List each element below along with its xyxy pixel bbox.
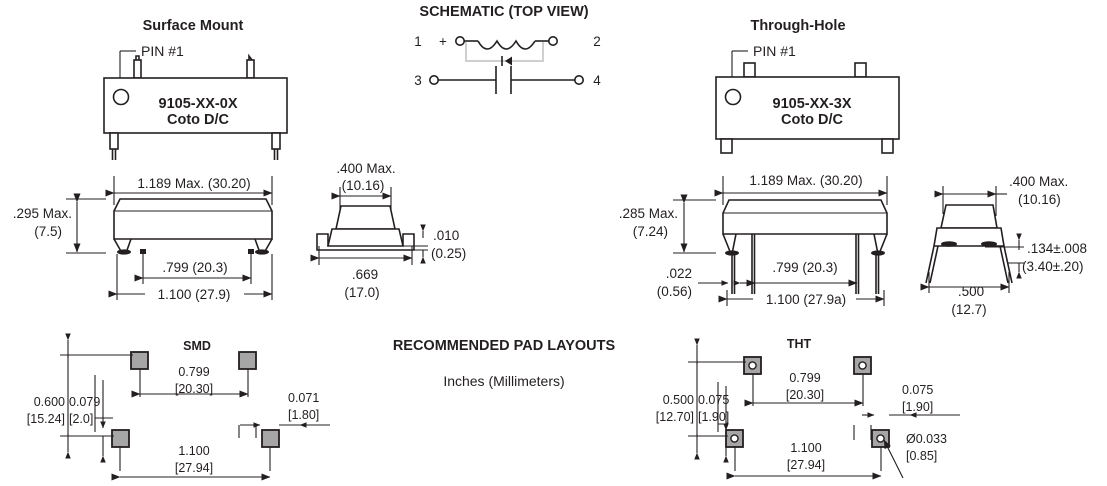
heading-surface-mount: Surface Mount [143, 18, 244, 34]
smd-height-max-1: .295 Max. [13, 206, 72, 221]
smd-side-top-width-2: (10.16) [342, 178, 385, 193]
smd-top-view: PIN #1 9105-XX-0X Coto D/C [103, 43, 288, 160]
tht-pad-h-2: [1.90] [698, 410, 729, 424]
schematic-pin-4: 4 [593, 73, 601, 88]
smd-pad-w-2: [1.80] [288, 408, 319, 422]
tht-side-top-width-1: .400 Max. [1009, 174, 1068, 189]
schematic-diagram: 1 + 2 3 4 [414, 34, 601, 94]
tht-pad-h-1: 0.075 [698, 393, 729, 407]
smd-foot-span-1: .669 [352, 267, 378, 282]
smd-part-sub: Coto D/C [167, 112, 230, 128]
tht-top-view: PIN #1 9105-XX-3X Coto D/C [715, 43, 900, 154]
tht-lead-len-2: (3.40±.20) [1022, 259, 1083, 274]
smd-side-view-dimensions: .400 Max. (10.16) .010 (0.25) .669 (17.0… [310, 161, 466, 300]
tht-lead-dia-2: (0.56) [657, 284, 692, 299]
tht-outer-span-1: 1.100 [790, 441, 821, 455]
smd-part-number: 9105-XX-0X [159, 96, 238, 112]
schematic-pin-1: 1 [414, 34, 422, 49]
smd-pin1-label: PIN #1 [141, 43, 184, 59]
smd-pad-h-2: [2.0] [69, 412, 93, 426]
smd-standoff-1: .010 [433, 228, 459, 243]
smd-outer-span-2: [27.94] [175, 461, 213, 475]
tht-part-sub: Coto D/C [781, 112, 844, 128]
smd-inner-span-1: 0.799 [178, 365, 209, 379]
schematic-pin-2: 2 [593, 34, 601, 49]
tht-pin1-label: PIN #1 [753, 43, 796, 59]
smd-row-pitch-2: [15.24] [27, 412, 65, 426]
smd-standoff-2: (0.25) [431, 246, 466, 261]
tht-inner-span-2: [20.30] [786, 388, 824, 402]
tht-lead-dia-1: .022 [666, 266, 692, 281]
smd-pad-bottom-right [261, 429, 280, 448]
smd-side-top-width-1: .400 Max. [336, 161, 395, 176]
tht-foot-span-1: .500 [958, 284, 984, 299]
smd-pad-layout: 0.600 [15.24] 0.079 [2.0] 0.799 [20.30] … [27, 333, 330, 481]
heading-tht: THT [787, 337, 812, 351]
tht-pad-w-1: 0.075 [902, 383, 933, 397]
tht-foot-span-2: (12.7) [951, 302, 986, 317]
smd-height-max-2: (7.5) [34, 224, 62, 239]
tht-hole-dia-1: Ø0.033 [906, 432, 947, 446]
heading-pad-layouts: RECOMMENDED PAD LAYOUTS [393, 338, 616, 354]
schematic-plus-sign: + [439, 34, 447, 49]
tht-pad-layout: 0.500 [12.70] 0.075 [1.90] 0.799 [20.30]… [656, 338, 960, 480]
tht-pad-w-2: [1.90] [902, 400, 933, 414]
tht-inner-span-1: 0.799 [789, 371, 820, 385]
tht-height-max-1: .285 Max. [619, 206, 678, 221]
heading-units: Inches (Millimeters) [443, 373, 564, 389]
tht-side-view-dimensions: .400 Max. (10.16) .134±.008 (3.40±.20) .… [920, 174, 1087, 317]
tht-front-view-dimensions: 1.189 Max. (30.20) .285 Max. (7.24) .022… [619, 173, 888, 307]
smd-pad-w-1: 0.071 [288, 391, 319, 405]
heading-schematic: SCHEMATIC (TOP VIEW) [419, 4, 588, 20]
tht-outer-span-2: [27.94] [787, 458, 825, 472]
smd-pad-top-right [238, 351, 257, 370]
smd-overall-label: 1.100 (27.9) [158, 287, 231, 302]
smd-pad-h-1: 0.079 [69, 395, 100, 409]
tht-part-number: 9105-XX-3X [773, 96, 852, 112]
smd-foot-span-2: (17.0) [344, 285, 379, 300]
tht-lead-len-1: .134±.008 [1027, 241, 1087, 256]
tht-side-top-width-2: (10.16) [1018, 192, 1061, 207]
tht-hole-dia-2: [0.85] [906, 449, 937, 463]
tht-width-max-label: 1.189 Max. (30.20) [749, 173, 862, 188]
heading-smd: SMD [183, 339, 211, 353]
smd-pad-bottom-left [111, 429, 130, 448]
tht-row-pitch-2: [12.70] [656, 410, 694, 424]
tht-row-pitch-1: 0.500 [663, 393, 694, 407]
smd-front-view-dimensions: 1.189 Max. (30.20) .295 Max. (7.5) .799 … [13, 176, 273, 302]
smd-outer-span-1: 1.100 [178, 444, 209, 458]
schematic-pin-3: 3 [414, 73, 422, 88]
tht-height-max-2: (7.24) [633, 224, 668, 239]
tht-pin-span-label: .799 (20.3) [772, 260, 837, 275]
smd-pin-span-label: .799 (20.3) [162, 260, 227, 275]
smd-row-pitch-1: 0.600 [34, 395, 65, 409]
heading-through-hole: Through-Hole [750, 18, 845, 34]
smd-width-max-label: 1.189 Max. (30.20) [137, 176, 250, 191]
smd-pad-top-left [130, 351, 149, 370]
tht-overall-label: 1.100 (27.9a) [766, 292, 846, 307]
